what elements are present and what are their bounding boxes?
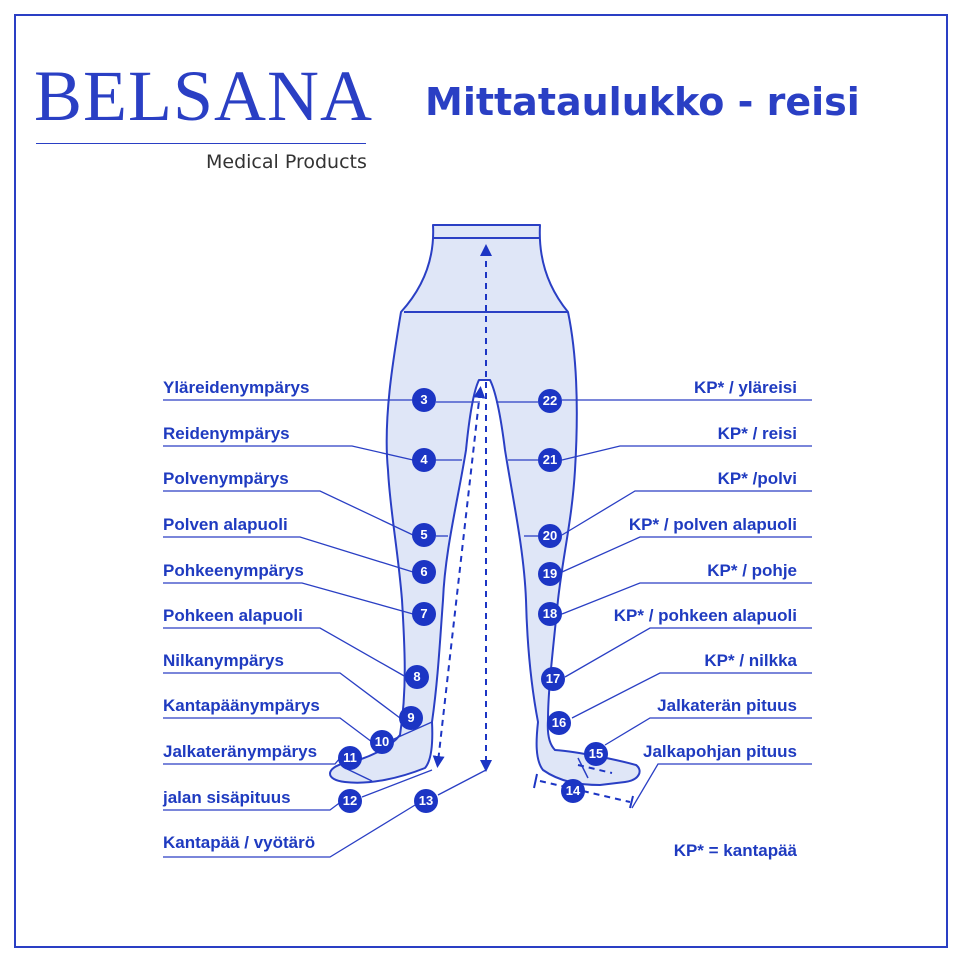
marker-20: 20 [538,524,562,548]
marker-19: 19 [538,562,562,586]
marker-6: 6 [412,560,436,584]
marker-14: 14 [561,779,585,803]
marker-15: 15 [584,742,608,766]
logo-divider [36,143,366,144]
marker-16: 16 [547,711,571,735]
foot-length-line [577,764,613,774]
label-kp-nilkka: KP* / nilkka [704,651,797,670]
marker-12: 12 [338,789,362,813]
label-kp-polven-alapuoli: KP* / polven alapuoli [628,515,797,534]
label-pohkeen-alapuoli: Pohkeen alapuoli [163,606,303,625]
marker-11: 11 [338,746,362,770]
marker-8: 8 [405,665,429,689]
label-ylareidenymparys: Yläreidenympärys [163,378,310,397]
marker-21: 21 [538,448,562,472]
marker-13: 13 [414,789,438,813]
marker-18: 18 [538,602,562,626]
label-polven-alapuoli: Polven alapuoli [163,515,288,534]
label-kp-ylareisi: KP* / yläreisi [693,378,797,397]
label-jalan-sisapituus: jalan sisäpituus [163,788,291,807]
outer-frame [14,14,948,948]
label-jalkateran-pituus: Jalkaterän pituus [657,696,797,715]
marker-4: 4 [412,448,436,472]
label-polvenymparys: Polvenympärys [163,469,289,488]
marker-17: 17 [541,667,565,691]
label-kantapaa-vyotaro: Kantapää / vyötärö [163,833,316,852]
label-kantapaanymparys: Kantapäänympärys [163,696,320,715]
label-nilkanymparys: Nilkanympärys [163,651,284,670]
page-title: Mittataulukko - reisi [425,80,860,124]
marker-3: 3 [412,388,436,412]
marker-7: 7 [412,602,436,626]
label-kp-pohkeen-alapuoli: KP* / pohkeen alapuoli [613,606,797,625]
logo-subtitle: Medical Products [206,151,367,173]
marker-22: 22 [538,389,562,413]
label-kp-reisi: KP* / reisi [717,424,797,443]
legs-silhouette [329,224,641,786]
label-pohkeenymparys: Pohkeenympärys [163,561,304,580]
label-jalkapohjan-pituus: Jalkapohjan pituus [643,742,797,761]
marker-10: 10 [370,730,394,754]
belsana-logo: BELSANA [34,56,374,136]
footnote: KP* = kantapää [673,841,797,860]
marker-5: 5 [412,523,436,547]
label-kp-polvi: KP* /polvi [717,469,797,488]
label-reidenymparys: Reidenympärys [163,424,290,443]
sole-length-line [539,780,631,803]
marker-9: 9 [399,706,423,730]
inner-leg-arrow [432,386,486,768]
label-kp-pohje: KP* / pohje [707,561,797,580]
label-jalkateranymparys: Jalkateränympärys [163,742,318,761]
